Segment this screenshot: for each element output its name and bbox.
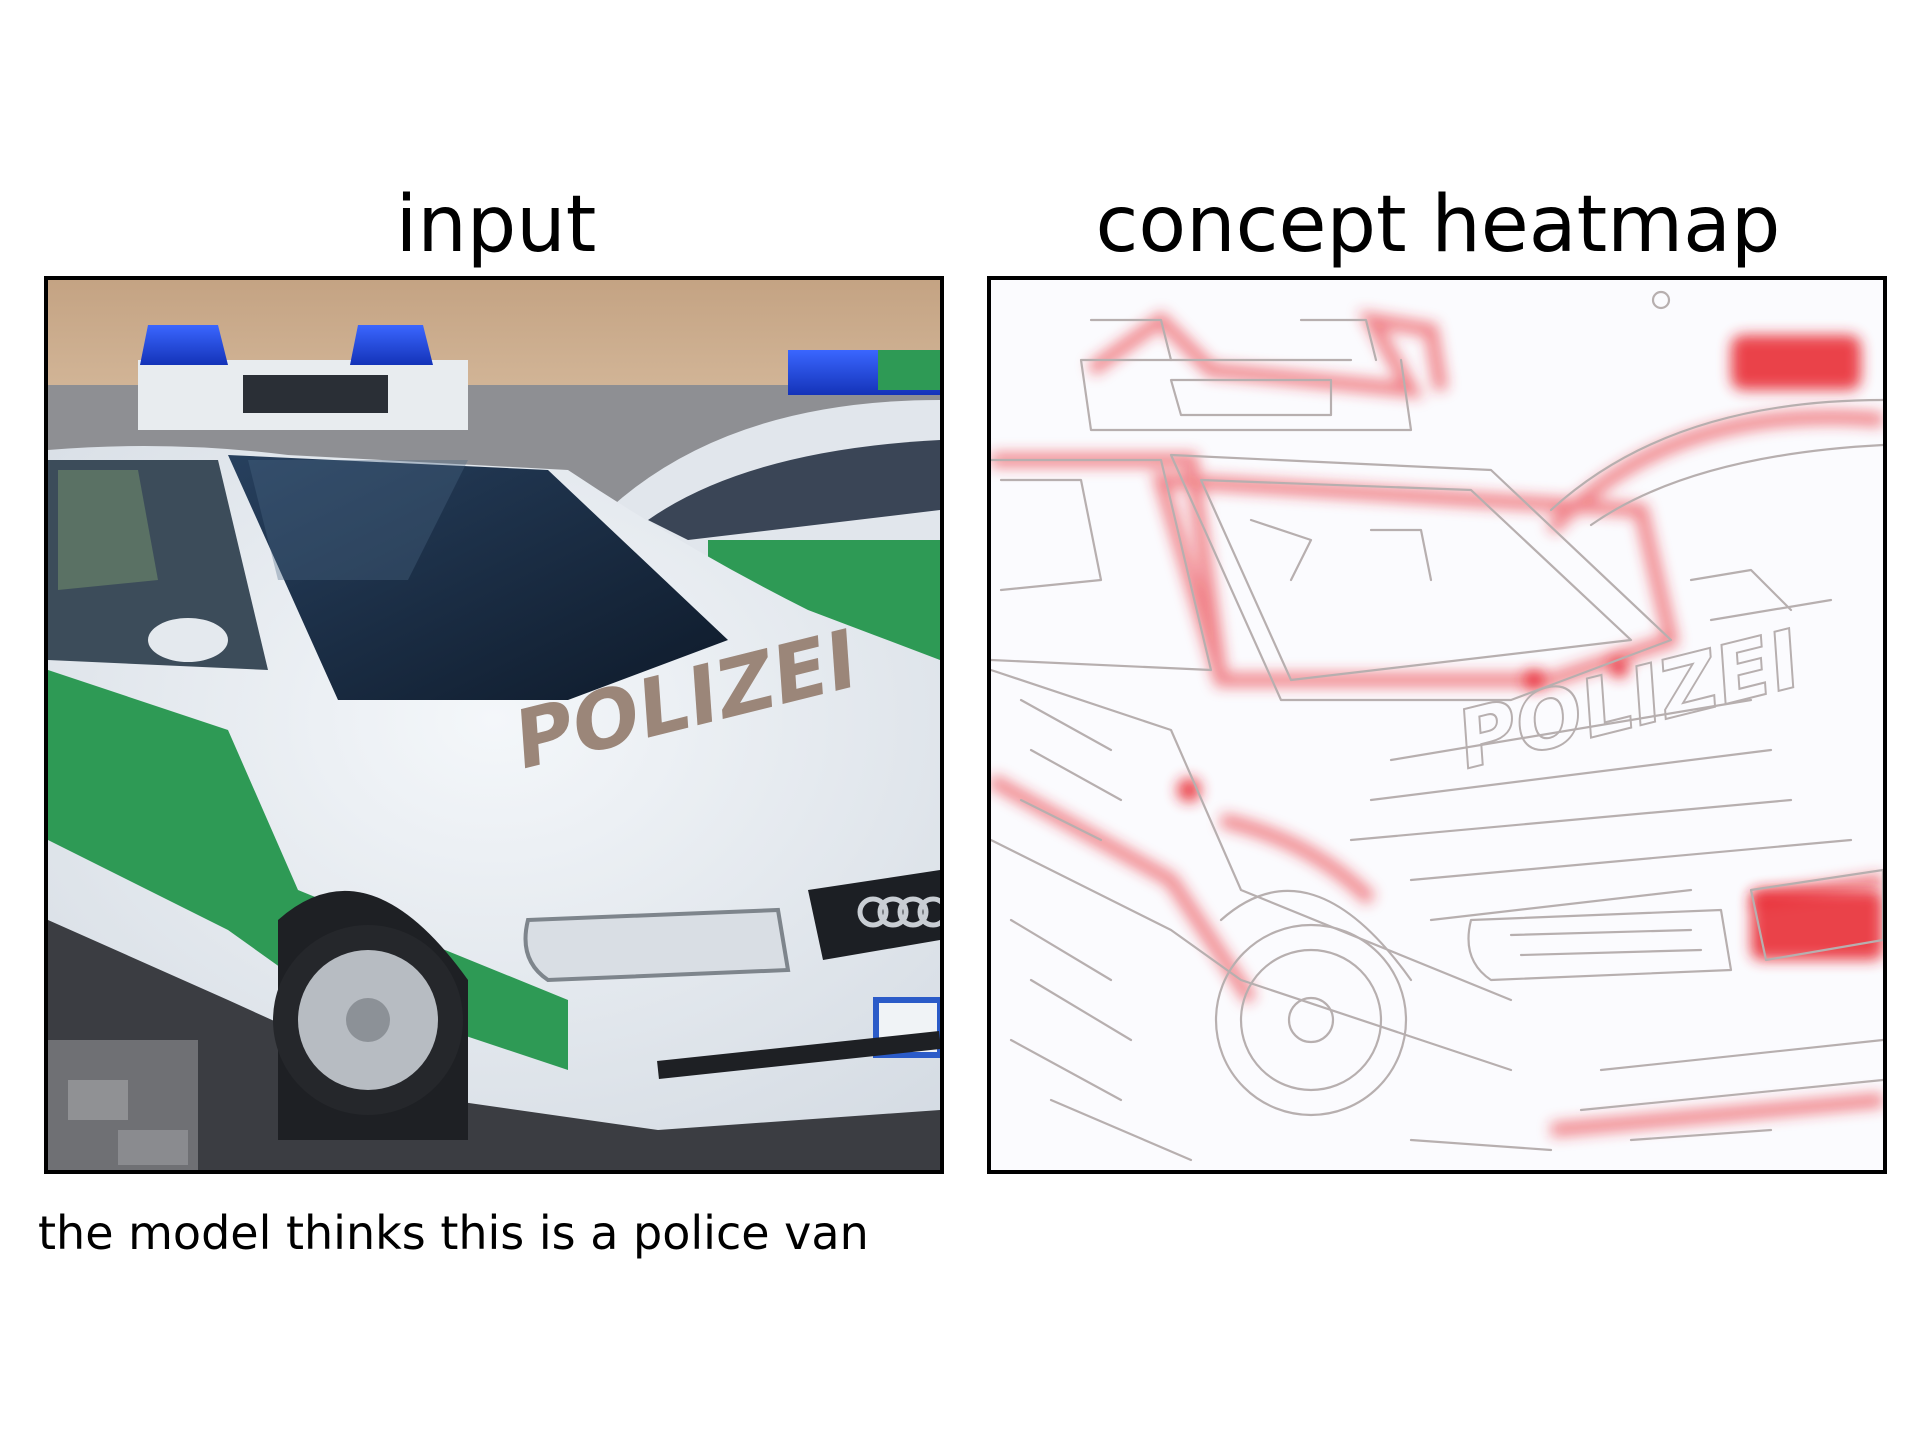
input-police-car-image: POLIZEI (48, 280, 940, 1170)
input-panel-title: input (395, 180, 597, 270)
prediction-caption: the model thinks this is a police van (38, 1206, 869, 1260)
heatmap-panel-title: concept heatmap (1095, 180, 1781, 270)
input-image-frame: POLIZEI (44, 276, 944, 1174)
concept-heatmap-image: POLIZEI (991, 280, 1883, 1170)
heatmap-image-frame: POLIZEI (987, 276, 1887, 1174)
